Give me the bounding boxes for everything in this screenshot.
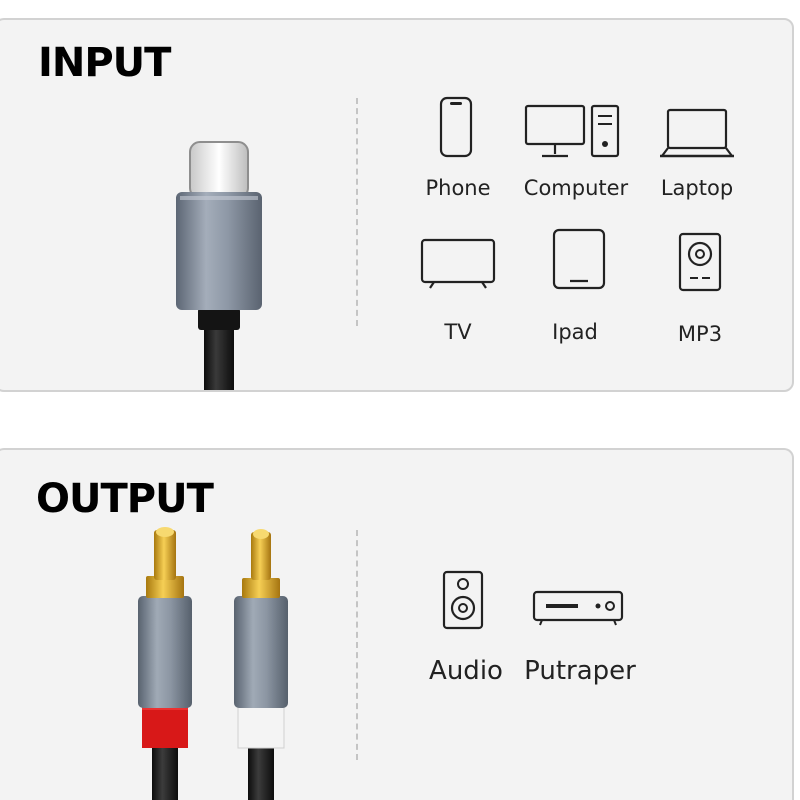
device-label: Laptop: [660, 176, 734, 200]
speaker-icon: [442, 570, 484, 630]
device-label: MP3: [677, 322, 723, 346]
tablet-icon: [552, 228, 606, 290]
usb-c-connector-image: [176, 141, 262, 390]
device-label: Putraper: [524, 656, 636, 686]
laptop-icon: [660, 108, 734, 158]
device-label: Ipad: [552, 320, 598, 344]
input-panel: INPUT: [0, 18, 794, 392]
rca-white-plug: [234, 529, 288, 800]
output-panel: OUTPUT: [0, 448, 794, 800]
rca-connectors-image: [138, 527, 288, 800]
mp3-player-icon: [678, 232, 722, 292]
device-label: TV: [444, 320, 472, 344]
dashed-divider: [356, 530, 358, 760]
device-label: Audio: [429, 656, 503, 686]
phone-icon: [439, 96, 473, 158]
computer-icon: [524, 104, 620, 158]
device-label: Phone: [425, 176, 491, 200]
dashed-divider: [356, 98, 358, 326]
device-label: Computer: [523, 176, 629, 200]
amplifier-icon: [532, 590, 624, 626]
input-heading: INPUT: [38, 40, 171, 86]
tv-icon: [420, 238, 496, 289]
output-heading: OUTPUT: [36, 476, 214, 522]
rca-red-plug: [138, 527, 192, 800]
